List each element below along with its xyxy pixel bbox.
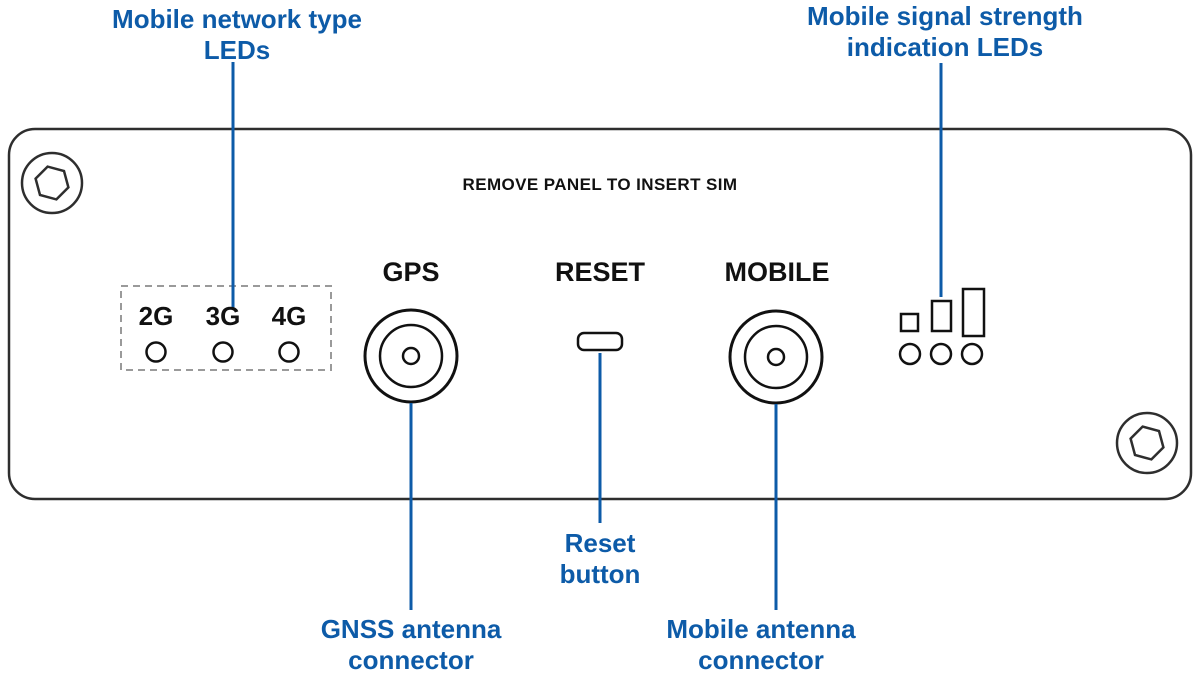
callout-gnss-connector: GNSS antenna connector [281, 614, 541, 674]
callout-mobile-line1: Mobile antenna [666, 614, 856, 644]
callout-lines [231, 62, 943, 610]
hex-screw-icon [20, 151, 84, 215]
signal-led-icons [898, 342, 984, 366]
gps-label: GPS [382, 257, 440, 287]
led-2g-icon [145, 341, 167, 363]
network-led-zone [120, 285, 332, 371]
callout-signal-leds-line2: indication LEDs [846, 32, 1044, 62]
callout-mobile-connector: Mobile antenna connector [626, 614, 896, 674]
callout-gnss-line1: GNSS antenna [320, 614, 502, 644]
gps-connector-icon [363, 308, 459, 404]
mobile-label: MOBILE [724, 257, 830, 287]
callout-network-leds: Mobile network type LEDs [57, 4, 417, 66]
callout-gnss-line2: connector [348, 645, 474, 674]
reset-button-icon [576, 331, 624, 352]
callout-reset-line2: button [559, 559, 641, 589]
signal-strength-bars-icon [899, 287, 986, 338]
callout-signal-leds: Mobile signal strength indication LEDs [745, 1, 1145, 63]
network-led-icons [145, 341, 300, 363]
sim-notice: REMOVE PANEL TO INSERT SIM [462, 175, 738, 194]
callout-mobile-line2: connector [698, 645, 824, 674]
led-label-3g: 3G [205, 301, 241, 331]
hex-screw-icon [1115, 411, 1179, 475]
led-label-4g: 4G [271, 301, 307, 331]
mobile-connector-icon [728, 309, 824, 405]
callout-network-leds-line1: Mobile network type [112, 4, 362, 34]
callout-network-leds-line2: LEDs [203, 35, 271, 65]
callout-reset-button: Reset button [520, 528, 680, 590]
callout-signal-leds-line1: Mobile signal strength [807, 1, 1083, 31]
led-label-2g: 2G [138, 301, 174, 331]
reset-label: RESET [554, 257, 646, 287]
led-3g-icon [212, 341, 234, 363]
callout-reset-line1: Reset [564, 528, 636, 558]
led-4g-icon [278, 341, 300, 363]
